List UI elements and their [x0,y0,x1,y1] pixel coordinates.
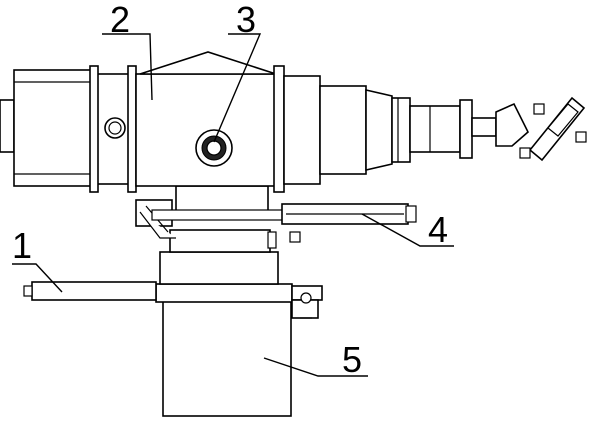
leader-line-4 [361,213,454,247]
sight-port [195,129,233,167]
label-part-2: 2 [110,0,130,40]
turret [135,185,285,285]
main-housing [89,51,321,193]
label-part-3: 3 [236,0,256,40]
label-part-4: 4 [428,209,448,250]
left-cylinder [0,69,95,187]
upper-arm [281,203,417,243]
label-part-5: 5 [342,339,362,380]
leader-line-5 [263,357,368,377]
leader-line-2 [102,33,153,101]
base-column [155,283,293,417]
lower-arm [23,281,323,319]
end-flange [519,96,587,162]
label-part-1: 1 [12,225,32,266]
leader-line-3 [213,33,262,143]
extension-tube [319,85,529,175]
leader-line-1 [12,263,63,293]
